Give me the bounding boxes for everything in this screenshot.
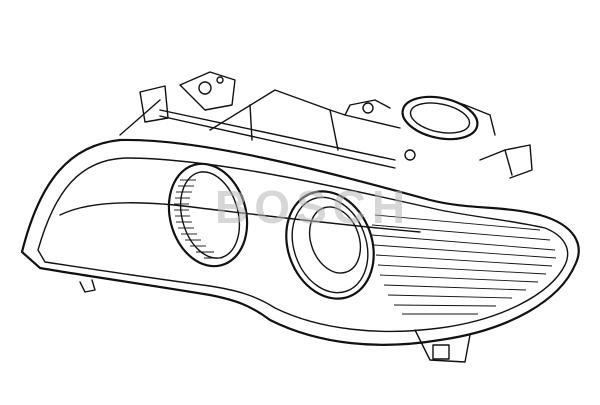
low-beam-projector bbox=[285, 190, 375, 300]
watermark: BOSCH bbox=[215, 181, 412, 233]
mounting-tabs bbox=[79, 279, 471, 363]
headlight-bezel bbox=[20, 138, 580, 346]
housing-top bbox=[119, 71, 533, 179]
indicator-fins bbox=[371, 214, 557, 315]
high-beam-reflector bbox=[167, 162, 249, 268]
